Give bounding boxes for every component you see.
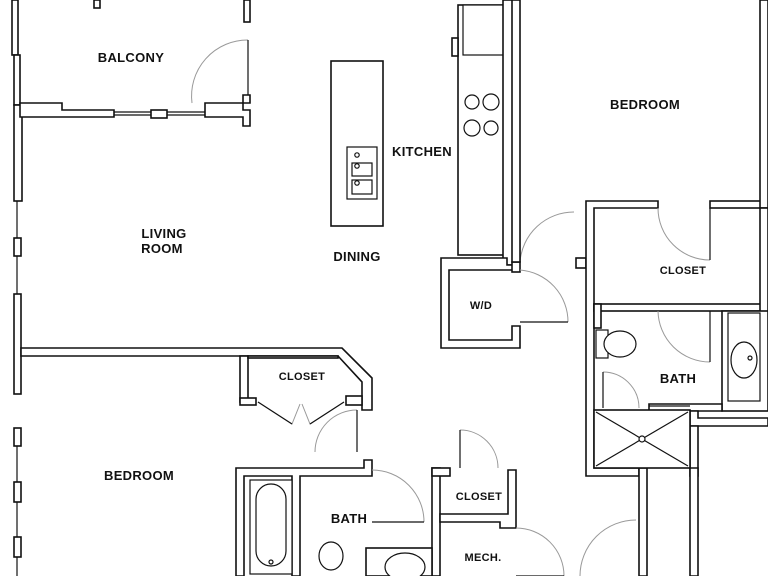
balcony-door[interactable]	[191, 39, 249, 104]
room-label-dining: DINING	[333, 249, 380, 264]
room-label-balcony: BALCONY	[98, 50, 164, 65]
interior-walls-left	[20, 347, 373, 411]
room-label-closet-small: CLOSET	[456, 491, 502, 503]
room-label-mech: MECH.	[465, 552, 502, 564]
closet-right-doors[interactable]	[657, 207, 711, 363]
closet-mid-doors[interactable]	[257, 401, 345, 425]
mech-door[interactable]	[515, 519, 637, 576]
room-label-closet-mid: CLOSET	[279, 371, 325, 383]
exterior-walls	[11, 0, 23, 576]
interior-walls-right	[511, 0, 768, 576]
room-label-living-line1: LIVING	[141, 226, 186, 241]
room-label-bath-right: BATH	[660, 371, 696, 386]
room-label-closet-top-right: CLOSET	[660, 265, 706, 277]
kitchen-counter	[451, 0, 516, 266]
room-label-wd: W/D	[470, 300, 492, 312]
room-label-bedroom-bottom: BEDROOM	[104, 468, 174, 483]
room-label-bath-bottom: BATH	[331, 511, 367, 526]
kitchen-island	[330, 60, 384, 227]
room-label-bedroom-top: BEDROOM	[610, 97, 680, 112]
room-label-kitchen: KITCHEN	[392, 144, 452, 159]
bath-bottom-walls	[235, 459, 517, 576]
room-label-living-line2: ROOM	[141, 241, 183, 256]
bath-bottom-door[interactable]	[314, 409, 425, 523]
closet-small-door[interactable]	[459, 429, 499, 469]
balcony-walls	[19, 0, 251, 127]
bath-right-fixtures	[593, 312, 761, 469]
wd-door[interactable]	[519, 210, 575, 323]
bath-bottom-fixtures	[249, 479, 426, 576]
bath-right-door[interactable]	[602, 371, 640, 409]
